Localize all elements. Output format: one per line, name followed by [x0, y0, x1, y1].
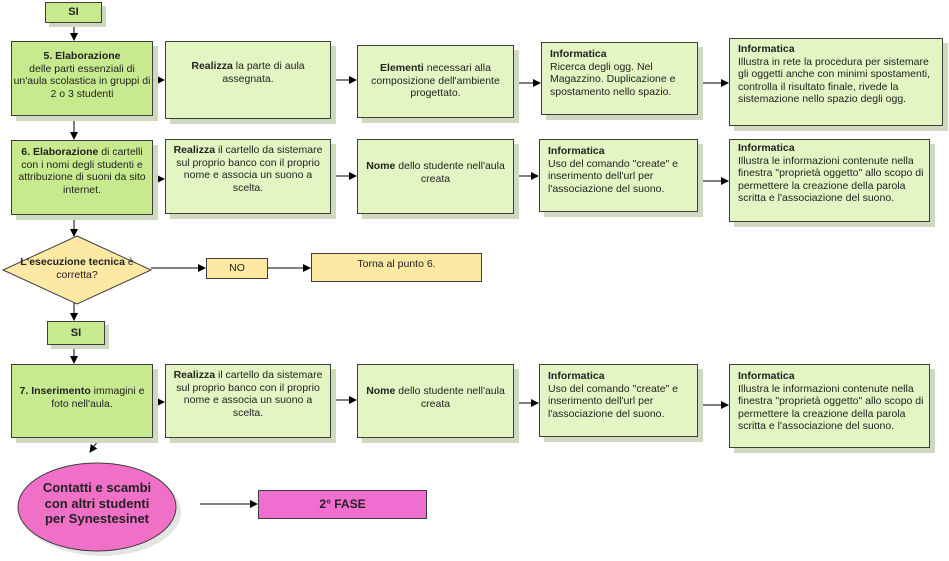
arrow-step7-to-ellipse	[89, 437, 101, 453]
row6-element-text: dello studente nell'aula creata	[395, 160, 505, 185]
row5-element-box: Elementi necessari alla composizione del…	[357, 45, 514, 118]
row5-info2-title: Informatica	[738, 43, 795, 55]
fase-2-box: 2° FASE	[258, 490, 427, 519]
step-6-text: di cartelli con i nomi degli studenti e …	[18, 146, 146, 196]
decision-diamond	[1, 235, 153, 305]
row7-info2-box: Informatica Illustra le informazioni con…	[729, 364, 930, 448]
step-5-text: delle parti essenziali di un'aula scolas…	[13, 62, 151, 100]
no-text: NO	[229, 262, 245, 274]
fase-2-text: 2° FASE	[319, 497, 366, 511]
row5-element-text: necessari alla composizione dell'ambient…	[371, 62, 500, 100]
row7-info2-text: Illustra le informazioni contenute nella…	[738, 382, 924, 433]
row6-action-text: il cartello da sistemare sul proprio ban…	[176, 144, 323, 194]
row7-info2-title: Informatica	[738, 370, 795, 382]
row6-info2-title: Informatica	[738, 142, 795, 154]
row7-element-text: dello studente nell'aula creata	[395, 385, 505, 410]
row7-info1-title: Informatica	[548, 370, 605, 382]
row5-info1-title: Informatica	[550, 48, 607, 60]
contacts-text: Contatti e scambi con altri studenti per…	[42, 480, 152, 527]
row7-action-box: Realizza il cartello da sistemare sul pr…	[165, 364, 331, 438]
row6-info2-text: Illustra le informazioni contenute nella…	[738, 154, 924, 205]
row6-element-box: Nome dello studente nell'aula creata	[357, 139, 514, 214]
row5-info1-text: Ricerca degli ogg. Nel Magazzino. Duplic…	[550, 60, 676, 98]
row5-info2-box: Informatica Illustra in rete la procedur…	[729, 38, 943, 126]
row7-element-box: Nome dello studente nell'aula creata	[357, 364, 514, 438]
row6-element-bold: Nome	[366, 160, 396, 172]
step-7-box: 7. Inserimento immagini e foto nell'aula…	[11, 364, 153, 438]
step-5-title: 5. Elaborazione	[43, 50, 121, 62]
si-label-top: SI	[45, 2, 102, 23]
step-7-title: 7. Inserimento	[19, 385, 91, 397]
decision-question: è corretta?	[56, 256, 134, 281]
step-6-title: 6. Elaborazione	[21, 146, 99, 158]
row6-action-box: Realizza il cartello da sistemare sul pr…	[165, 139, 331, 214]
row5-info2-text: Illustra in rete la procedura per sistem…	[738, 55, 931, 106]
row7-info1-text: Uso del comando "create" e inserimento d…	[548, 382, 679, 420]
no-label: NO	[206, 258, 268, 279]
torna-box: Torna al punto 6.	[311, 253, 482, 282]
row6-info1-box: Informatica Uso del comando "create" e i…	[539, 139, 698, 212]
decision-bold: L'esecuzione tecnica	[20, 256, 125, 268]
row5-action-text: la parte di aula assegnata.	[222, 60, 305, 85]
decision-text: L'esecuzione tecnica è corretta?	[18, 256, 136, 281]
row7-element-bold: Nome	[366, 385, 396, 397]
si-label-mid: SI	[47, 321, 105, 345]
row5-action-bold: Realizza	[191, 60, 233, 72]
row7-action-text: il cartello da sistemare sul proprio ban…	[176, 369, 323, 419]
row7-info1-box: Informatica Uso del comando "create" e i…	[539, 364, 698, 437]
row7-action-bold: Realizza	[173, 369, 216, 381]
step-6-box: 6. Elaborazione di cartelli con i nomi d…	[11, 140, 153, 215]
row6-info1-text: Uso del comando "create" e inserimento d…	[548, 157, 679, 195]
row6-action-bold: Realizza	[173, 144, 216, 156]
step-7-text: immagini e foto nell'aula.	[51, 385, 145, 410]
torna-text: Torna al punto 6.	[357, 258, 436, 270]
row6-info2-box: Informatica Illustra le informazioni con…	[729, 139, 930, 222]
row5-info1-box: Informatica Ricerca degli ogg. Nel Magaz…	[541, 42, 698, 115]
row6-info1-title: Informatica	[548, 145, 605, 157]
row5-element-bold: Elementi	[380, 62, 424, 74]
step-5-box: 5. Elaborazione delle parti essenziali d…	[11, 41, 153, 116]
row5-action-box: Realizza la parte di aula assegnata.	[165, 41, 331, 119]
